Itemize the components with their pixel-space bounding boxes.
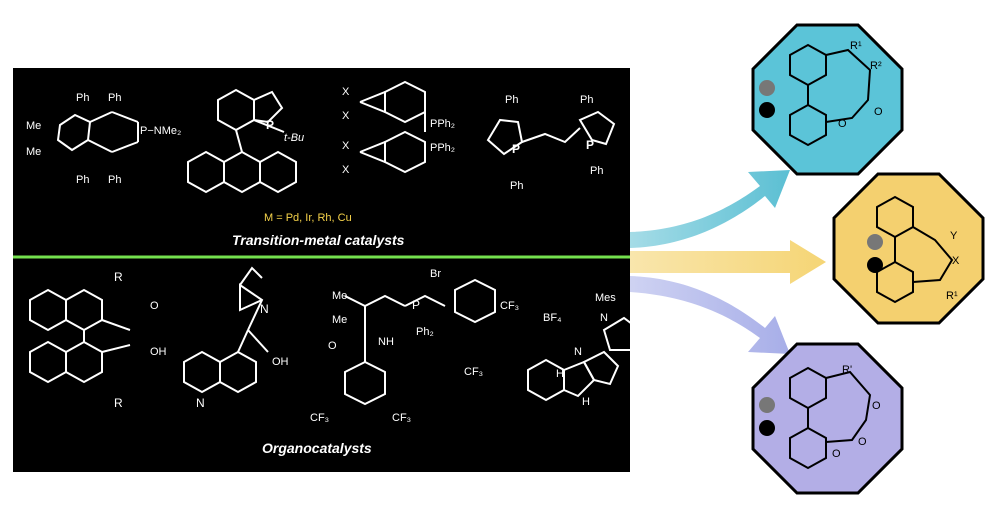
label-ph: Ph [510, 180, 524, 192]
structure-phosphonium-salt [344, 278, 496, 406]
arrow-to-bottom-product [630, 276, 790, 354]
label-r: R [114, 270, 123, 284]
product-bottom-o: O [832, 448, 841, 460]
label-cf3: CF₃ [310, 412, 330, 424]
product-top-r1: R¹ [850, 40, 862, 52]
label-cf3: CF₃ [392, 412, 412, 424]
label-oh: OH [150, 346, 167, 358]
product-top [751, 23, 904, 176]
product-middle-y: Y [950, 230, 958, 242]
label-br: Br [430, 268, 441, 280]
product-middle-x: X [952, 255, 960, 267]
black-substituent [759, 102, 775, 118]
label-x: X [342, 110, 350, 122]
label-p-nme2: P−NMe₂ [140, 125, 182, 137]
product-bottom-o: O [872, 400, 881, 412]
label-ph: Ph [580, 94, 594, 106]
label-p-plus: P [412, 298, 421, 312]
label-n: N [574, 346, 582, 358]
caption-transition-metal: Transition-metal catalysts [232, 232, 405, 248]
label-cf3: CF₃ [464, 366, 484, 378]
label-ph: Ph [108, 92, 122, 104]
arrow-to-middle-product [630, 240, 826, 284]
black-substituent [759, 420, 775, 436]
caption-organocatalysts: Organocatalysts [262, 440, 372, 456]
structure-taddol-phosphoramidite [56, 111, 139, 153]
structure-bisphospholane [486, 110, 616, 156]
product-middle [832, 172, 985, 325]
metals-line: M = Pd, Ir, Rh, Cu [264, 212, 352, 224]
label-pph2: PPh₂ [430, 118, 456, 130]
structure-cinchona-alkaloid [183, 266, 269, 394]
label-me: Me [26, 120, 42, 132]
label-h: H [582, 396, 590, 408]
structure-phosphoric-acid [29, 288, 131, 384]
label-h: H [556, 368, 564, 380]
label-o: O [150, 300, 159, 312]
gray-substituent [759, 80, 775, 96]
product-top-o: O [838, 118, 847, 130]
gray-substituent [867, 234, 883, 250]
arrow-to-top-product [630, 170, 790, 248]
label-bf4: BF₄ [543, 312, 562, 324]
label-n: N [600, 312, 608, 324]
label-p: P [512, 142, 521, 156]
label-ph: Ph [108, 174, 122, 186]
label-n: N [260, 302, 269, 316]
label-nh: NH [378, 336, 394, 348]
label-p: P [266, 118, 275, 132]
product-bottom [751, 342, 904, 495]
product-top-r2: R² [870, 60, 882, 72]
label-ph: Ph [590, 165, 604, 177]
structure-triazolium-salt [527, 316, 642, 402]
label-p: P [586, 138, 595, 152]
label-x: X [342, 140, 350, 152]
product-top-o-carbonyl: O [874, 106, 883, 118]
product-bottom-r: R' [842, 364, 853, 376]
label-oh: OH [272, 356, 289, 368]
label-ph: Ph [76, 174, 90, 186]
label-o: O [328, 340, 337, 352]
gray-substituent [759, 397, 775, 413]
product-middle-r1: R¹ [946, 290, 958, 302]
black-substituent [867, 257, 883, 273]
label-ph2: Ph₂ [416, 326, 434, 338]
label-mes: Mes [595, 292, 616, 304]
catalyst-panel [13, 68, 630, 472]
label-me: Me [332, 314, 348, 326]
product-bottom-o: O [858, 436, 867, 448]
label-ph: Ph [76, 92, 90, 104]
label-cf3: CF₃ [500, 300, 520, 312]
structure-segphos-like [359, 80, 426, 174]
label-x: X [342, 164, 350, 176]
label-ph: Ph [505, 94, 519, 106]
label-x: X [342, 86, 350, 98]
label-r: R [114, 396, 123, 410]
label-n: N [196, 396, 205, 410]
label-tbu: t-Bu [284, 132, 305, 144]
structure-phospholane-anthracene [187, 88, 297, 194]
label-me: Me [26, 146, 42, 158]
label-me: Me [332, 290, 348, 302]
label-pph2: PPh₂ [430, 142, 456, 154]
